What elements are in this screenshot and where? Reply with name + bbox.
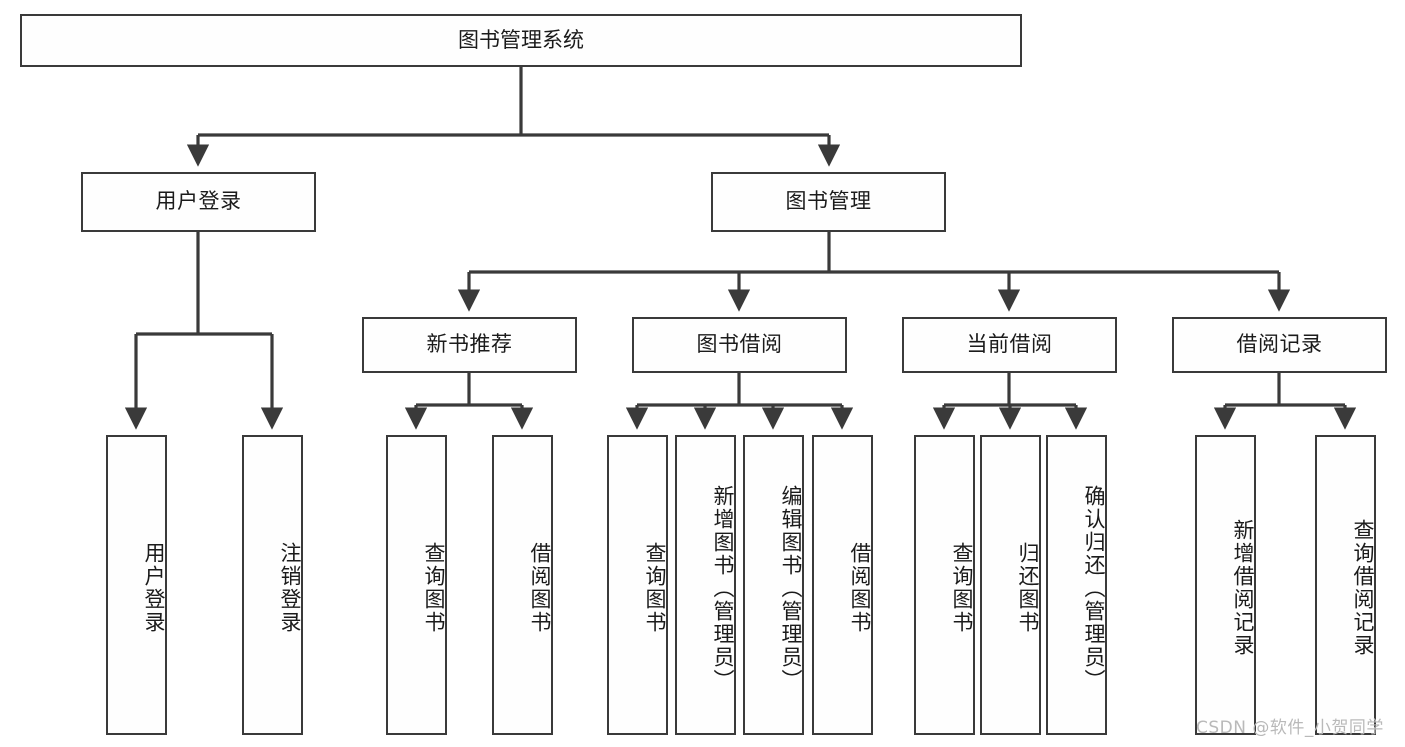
node-leaf-query-book-1[interactable]: 查询图书 xyxy=(386,435,447,735)
node-leaf-user-login-label: 用户登录 xyxy=(142,542,166,634)
node-leaf-query-borrow-record[interactable]: 查询借阅记录 xyxy=(1315,435,1376,735)
node-leaf-query-book-2-label: 查询图书 xyxy=(643,542,667,634)
node-borrow-record[interactable]: 借阅记录 xyxy=(1172,317,1387,373)
node-book-management[interactable]: 图书管理 xyxy=(711,172,946,232)
node-leaf-logout-login[interactable]: 注销登录 xyxy=(242,435,303,735)
node-current-borrow-label: 当前借阅 xyxy=(966,332,1053,357)
node-leaf-query-book-2[interactable]: 查询图书 xyxy=(607,435,668,735)
node-leaf-query-borrow-record-label: 查询借阅记录 xyxy=(1351,519,1375,657)
node-leaf-confirm-return-admin-label: 确认归还（管理员） xyxy=(1082,484,1106,692)
node-leaf-borrow-book-2-label: 借阅图书 xyxy=(848,542,872,634)
node-leaf-query-book-3[interactable]: 查询图书 xyxy=(914,435,975,735)
node-leaf-add-borrow-record-label: 新增借阅记录 xyxy=(1231,519,1255,657)
node-leaf-add-book-admin[interactable]: 新增图书（管理员） xyxy=(675,435,736,735)
node-leaf-edit-book-admin[interactable]: 编辑图书（管理员） xyxy=(743,435,804,735)
node-leaf-borrow-book-1[interactable]: 借阅图书 xyxy=(492,435,553,735)
node-book-borrow-label: 图书借阅 xyxy=(696,332,783,357)
node-leaf-user-login[interactable]: 用户登录 xyxy=(106,435,167,735)
node-new-book-recommend-label: 新书推荐 xyxy=(426,332,513,357)
node-root-system[interactable]: 图书管理系统 xyxy=(20,14,1022,67)
node-book-management-label: 图书管理 xyxy=(785,189,872,214)
node-leaf-query-book-3-label: 查询图书 xyxy=(950,542,974,634)
node-leaf-logout-login-label: 注销登录 xyxy=(278,542,302,634)
node-leaf-return-book[interactable]: 归还图书 xyxy=(980,435,1041,735)
node-leaf-confirm-return-admin[interactable]: 确认归还（管理员） xyxy=(1046,435,1107,735)
node-leaf-borrow-book-2[interactable]: 借阅图书 xyxy=(812,435,873,735)
node-book-borrow[interactable]: 图书借阅 xyxy=(632,317,847,373)
node-current-borrow[interactable]: 当前借阅 xyxy=(902,317,1117,373)
node-user-login[interactable]: 用户登录 xyxy=(81,172,316,232)
node-leaf-add-borrow-record[interactable]: 新增借阅记录 xyxy=(1195,435,1256,735)
node-leaf-edit-book-admin-label: 编辑图书（管理员） xyxy=(779,484,803,692)
node-leaf-query-book-1-label: 查询图书 xyxy=(422,542,446,634)
node-leaf-borrow-book-1-label: 借阅图书 xyxy=(528,542,552,634)
node-user-login-label: 用户登录 xyxy=(155,189,242,214)
node-leaf-add-book-admin-label: 新增图书（管理员） xyxy=(711,484,735,692)
node-new-book-recommend[interactable]: 新书推荐 xyxy=(362,317,577,373)
node-borrow-record-label: 借阅记录 xyxy=(1236,332,1323,357)
node-root-label: 图书管理系统 xyxy=(458,27,584,52)
node-leaf-return-book-label: 归还图书 xyxy=(1016,542,1040,634)
